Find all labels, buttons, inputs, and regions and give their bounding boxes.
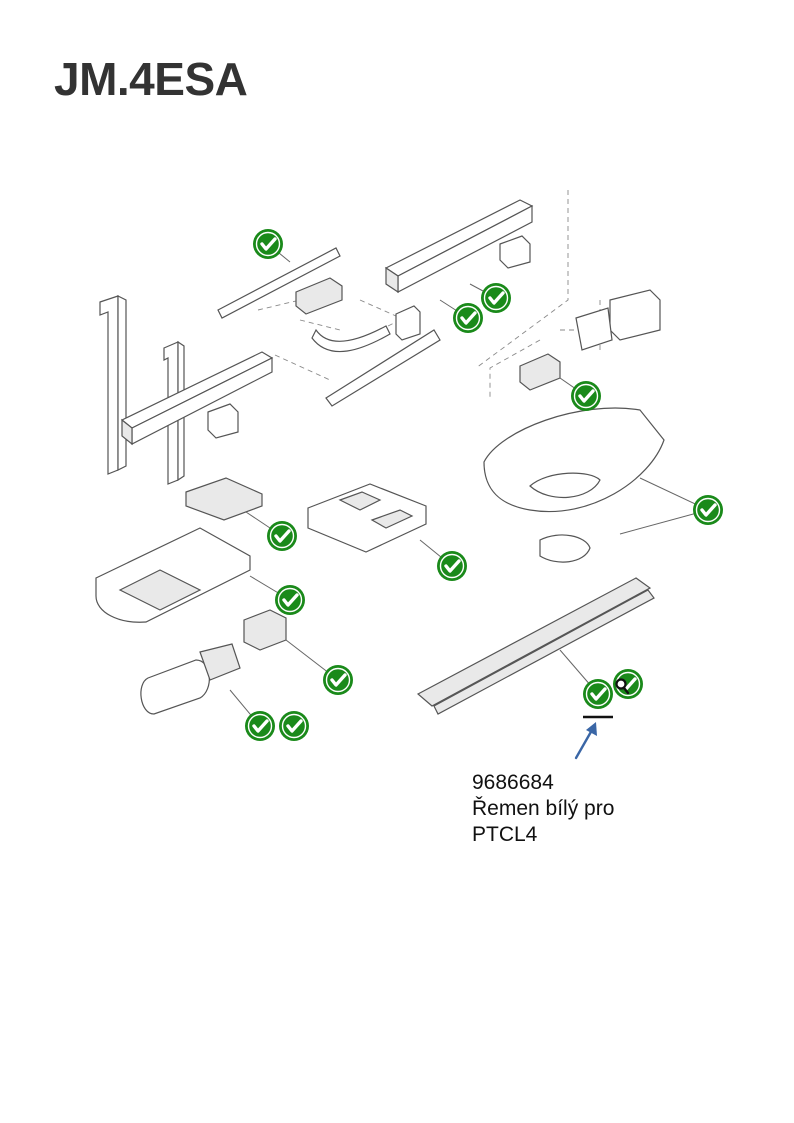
callout-pointer xyxy=(574,715,613,760)
rail-section-upper xyxy=(384,199,534,294)
carriage-block xyxy=(295,277,421,341)
check-icon xyxy=(321,663,355,697)
base-plate xyxy=(95,527,251,623)
check-icon xyxy=(581,677,615,711)
housing-cover xyxy=(483,407,665,563)
check-icon xyxy=(265,519,299,553)
motor-sprocket-unit xyxy=(519,353,561,391)
connecting-bar-lower xyxy=(325,329,441,407)
drive-motor xyxy=(140,643,241,715)
ceiling-bracket-right xyxy=(575,289,661,351)
magnifier-icon xyxy=(615,678,630,695)
rail-section-lower xyxy=(120,351,274,446)
wall-bracket-left xyxy=(99,295,185,485)
check-icon xyxy=(273,583,307,617)
check-icon xyxy=(479,281,513,315)
check-icon xyxy=(691,493,725,527)
check-icon xyxy=(243,709,277,743)
part-number: 9686684 xyxy=(472,771,554,794)
check-icon xyxy=(251,227,285,261)
part-description: Řemen bílý pro xyxy=(472,797,615,820)
transformer xyxy=(243,609,287,651)
check-icon xyxy=(569,379,603,413)
connecting-bar-upper xyxy=(217,247,341,319)
check-icon xyxy=(435,549,469,583)
check-icon xyxy=(277,709,311,743)
drive-belt xyxy=(416,577,655,715)
arrow-icon xyxy=(574,722,597,760)
part-model: PTCL4 xyxy=(472,823,538,846)
motor-housing-top xyxy=(185,477,263,521)
control-board xyxy=(307,483,427,553)
curved-arm xyxy=(311,325,391,353)
part-callout: 9686684 Řemen bílý pro PTCL4 xyxy=(472,770,614,848)
page-title: JM.4ESA xyxy=(54,53,248,105)
check-icon xyxy=(451,301,485,335)
